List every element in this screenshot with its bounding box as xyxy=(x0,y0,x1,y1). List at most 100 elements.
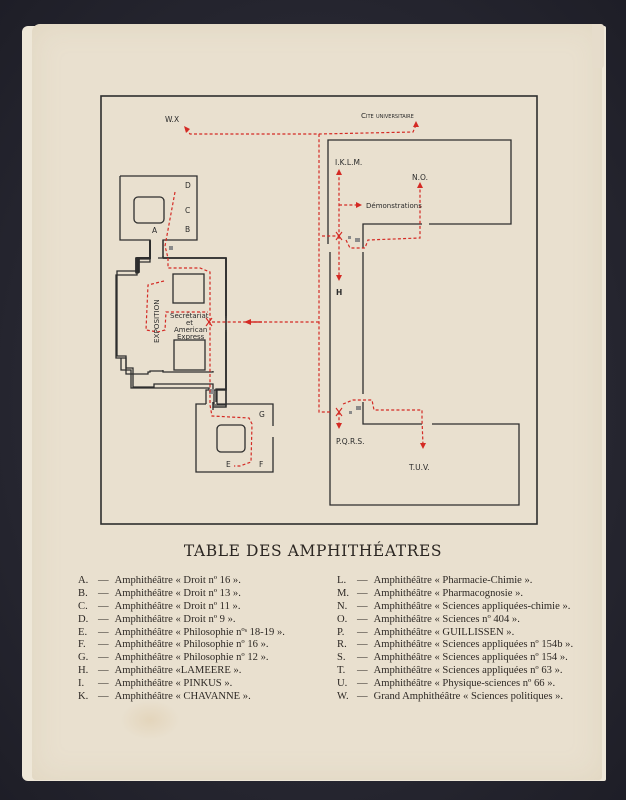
label-secretariat-1: Secrétariat xyxy=(170,312,209,320)
legend-key: M. xyxy=(337,587,350,599)
legend-entry: R.—Amphithéâtre « Sciences appliquées nº… xyxy=(337,639,573,652)
legend-key: K. xyxy=(78,691,89,703)
gate-marker-1 xyxy=(169,246,173,250)
legend-entry: U.—Amphithéâtre « Physique-sciences nº 6… xyxy=(337,678,573,691)
legend-key: C. xyxy=(78,600,88,612)
courtyard-efg xyxy=(216,424,246,453)
legend-entry: M.—Amphithéâtre « Pharmacognosie ». xyxy=(337,588,573,601)
label-secretariat-2: et xyxy=(186,319,193,327)
legend-text: Amphithéâtre « Pharmacie-Chimie ». xyxy=(373,575,533,586)
route-abcd xyxy=(164,191,176,259)
entrance-markers xyxy=(205,231,343,417)
legend-entry: P.—Amphithéâtre « GUILLISSEN ». xyxy=(337,627,573,640)
label-iklm: I.K.L.M. xyxy=(335,158,362,167)
legend-text: Amphithéâtre « CHAVANNE ». xyxy=(114,691,251,703)
label-a: A xyxy=(152,226,158,235)
legend-entry: T.—Amphithéâtre « Sciences appliquées nº… xyxy=(337,665,573,678)
label-e: E xyxy=(226,460,231,469)
legend-entry: N.—Amphithéâtre « Sciences appliquées-ch… xyxy=(337,601,573,614)
label-exposition: EXPOSITION xyxy=(152,299,161,343)
paper-stain xyxy=(120,700,180,740)
entrance-marker-south xyxy=(335,407,343,417)
legend-key: B. xyxy=(78,587,88,599)
legend-dash: — xyxy=(357,639,368,651)
route-wx-cite xyxy=(185,124,417,135)
legend-dash: — xyxy=(357,691,368,703)
route-exposition xyxy=(167,258,211,322)
legend-dash: — xyxy=(98,652,109,664)
legend-key: L. xyxy=(337,575,347,586)
route-main-trunk xyxy=(318,134,332,413)
document-page xyxy=(32,24,602,780)
route-efg xyxy=(209,322,253,467)
label-secretariat-4: Express xyxy=(177,333,205,341)
label-d: D xyxy=(185,181,191,190)
corridor-west-wall xyxy=(329,252,520,506)
legend-text: Amphithéâtre « Physique-sciences nº 66 »… xyxy=(373,678,556,690)
legend-text: Amphithéâtre « PINKUS ». xyxy=(114,678,233,690)
courtyard-abcd xyxy=(133,196,165,224)
legend-text: Amphithéâtre «LAMEERE ». xyxy=(114,665,242,677)
label-h: H xyxy=(336,288,342,297)
legend-entry: K.—Amphithéâtre « CHAVANNE ». xyxy=(78,691,285,704)
legend-entry: I.—Amphithéâtre « PINKUS ». xyxy=(78,678,285,691)
legend-key: T. xyxy=(337,665,346,677)
central-east-wall xyxy=(163,257,227,318)
legend-dash: — xyxy=(98,587,109,599)
page-tab xyxy=(592,24,604,68)
entrance-marker-north xyxy=(335,231,343,241)
legend-entry: S.—Amphithéâtre « Sciences appliquées nº… xyxy=(337,652,573,665)
legend-key: N. xyxy=(337,600,348,612)
route-no xyxy=(345,186,421,249)
legend-entry: W.—Grand Amphithéâtre « Sciences politiq… xyxy=(337,691,573,704)
routes xyxy=(145,124,424,467)
building-central-main xyxy=(163,257,227,410)
legend-text: Amphithéâtre « Sciences nº 404 ». xyxy=(373,613,520,625)
legend-entry: E.—Amphithéâtre « Philosophie nºˢ 18-19 … xyxy=(78,627,285,640)
legend-key: S. xyxy=(337,652,346,664)
west-wing-perimeter xyxy=(116,257,214,390)
legend-entry: D.—Amphithéâtre « Droit nº 9 ». xyxy=(78,614,285,627)
legend-dash: — xyxy=(357,587,368,599)
south-building-inner xyxy=(362,402,422,425)
legend-entry: C.—Amphithéâtre « Droit nº 11 ». xyxy=(78,601,285,614)
arrow-wx xyxy=(184,126,190,133)
legend-text: Amphithéâtre « Droit nº 13 ». xyxy=(114,587,241,599)
arrow-cite xyxy=(413,121,419,127)
legend-key: I. xyxy=(78,678,85,690)
arrowheads xyxy=(184,121,426,449)
gate-marker-4 xyxy=(356,406,361,410)
route-exposition-loop xyxy=(145,280,208,333)
gate-marker-6 xyxy=(349,411,352,414)
legend-key: F. xyxy=(78,639,86,651)
west-wing-walls xyxy=(116,257,227,404)
entrance-marker-secretariat xyxy=(205,317,213,327)
legend-dash: — xyxy=(98,639,109,651)
arrow-demonstrations xyxy=(356,202,362,208)
building-efg-top xyxy=(217,403,274,426)
legend-entry: B. — Amphithéâtre « Droit nº 13 ». xyxy=(78,588,285,601)
map-frame xyxy=(100,95,538,525)
label-g: G xyxy=(259,410,265,419)
label-demonstrations: Démonstrations xyxy=(366,202,422,210)
arrow-pqrs xyxy=(336,423,342,429)
table-title: TABLE DES AMPHITHÉATRES xyxy=(183,542,443,560)
label-cite: Cite universitaire xyxy=(361,111,414,120)
legend-dash: — xyxy=(357,613,368,625)
legend-dash: — xyxy=(98,613,109,625)
legend-text: Amphithéâtre « GUILLISSEN ». xyxy=(373,626,515,638)
legend-key: A. xyxy=(78,575,89,586)
legend-key: G. xyxy=(78,652,89,664)
legend-text: Amphithéâtre « Philosophie nº 12 ». xyxy=(114,652,269,664)
gate-markers xyxy=(169,236,361,414)
legend-dash: — xyxy=(98,600,109,612)
label-c: C xyxy=(185,206,190,215)
legend-right: L. — Amphithéâtre « Pharmacie-Chimie ». M. —… xyxy=(337,575,573,704)
legend-key: P. xyxy=(337,626,345,638)
legend-entry: H.—Amphithéâtre «LAMEERE ». xyxy=(78,665,285,678)
legend-dash: — xyxy=(357,575,368,586)
legend-text: Amphithéâtre « Sciences appliquées nº 63… xyxy=(373,665,563,677)
legend-key: R. xyxy=(337,639,347,651)
legend-text: Amphithéâtre « Philosophie nºˢ 18-19 ». xyxy=(114,626,285,638)
